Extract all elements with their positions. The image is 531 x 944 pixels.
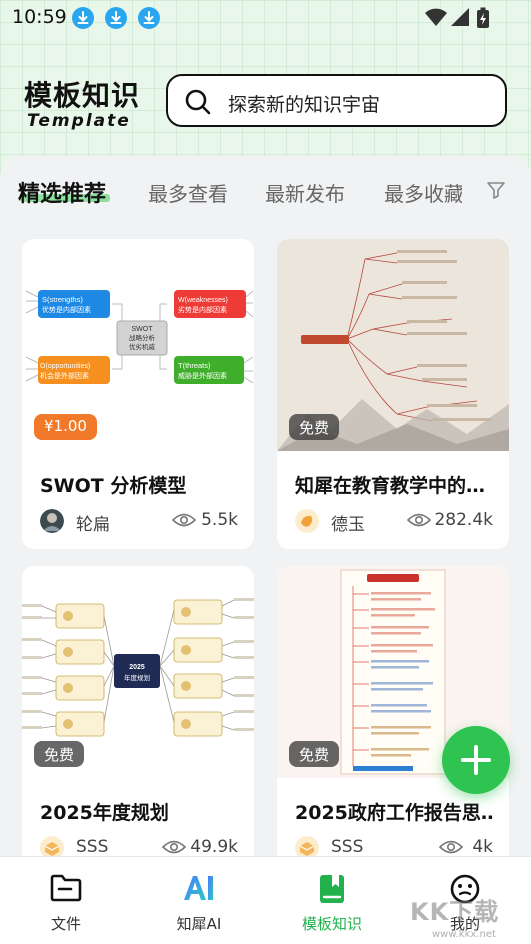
download-icon [105,7,127,29]
download-icon [72,7,94,29]
swot-w-desc: 劣势是内部因素 [178,305,227,314]
swot-s-desc: 优势是内部因素 [42,305,91,314]
tab-active-indicator [20,194,110,202]
signal-icon [451,8,469,26]
price-badge: ¥1.00 [34,414,97,440]
card-title: 知犀在教育教学中的… [295,475,486,497]
tab-most-favorited[interactable]: 最多收藏 [384,182,462,206]
nav-templates[interactable]: 模板知识 [266,857,398,944]
free-badge: 免费 [289,414,340,440]
swot-t-title: T(threats) [178,361,211,370]
template-card[interactable]: 免费 2025政府工作报告思… SSS 4k [277,566,509,876]
swot-w-title: W(weaknesses) [178,297,228,304]
watermark-logo: KK下载 [410,898,500,926]
ai-icon [184,876,213,900]
avatar [295,836,319,860]
search-input[interactable]: 探索新的知识宇宙 [166,74,507,127]
swot-center-1: SWOT [132,326,154,333]
tab-newest[interactable]: 最新发布 [265,182,345,206]
nav-label: 知犀AI [176,915,222,933]
add-button[interactable] [442,726,510,794]
face-icon [450,874,480,904]
swot-t-desc: 威胁是外部因素 [178,371,227,380]
nav-profile[interactable]: 我的 [399,857,531,944]
download-icon [138,7,160,29]
nav-label: 模板知识 [301,915,362,933]
eye-icon [439,840,463,854]
eye-icon [407,513,431,527]
avatar [40,836,64,860]
template-card[interactable]: 免费 知犀在教育教学中的… 德玉 282.4k [277,239,509,549]
battery-icon [477,7,489,28]
folder-icon [50,874,82,902]
page-subtitle: Template [27,111,131,131]
swot-center-3: 优劣机威 [129,342,156,351]
wifi-icon [425,8,447,26]
card-title: 2025年度规划 [40,802,169,824]
tab-most-viewed[interactable]: 最多查看 [148,182,228,206]
avatar [295,509,319,533]
plan-center-label: 年度规划 [124,673,150,682]
card-views: 282.4k [434,510,493,530]
free-badge: 免费 [34,741,85,767]
card-title: SWOT 分析模型 [40,475,187,497]
plan-center-year: 2025 [129,664,145,671]
swot-o-title: O(opportunities) [40,363,90,370]
card-author: 德玉 [331,515,365,535]
template-card[interactable]: S(strengths) 优势是内部因素 W(weaknesses) 劣势是内部… [22,239,254,549]
swot-s-title: S(strengths) [42,295,83,304]
nav-files[interactable]: 文件 [0,857,132,944]
card-author: SSS [76,837,109,857]
card-author: 轮扁 [76,515,110,535]
plus-icon [461,745,491,775]
avatar [40,509,64,533]
nav-ai[interactable]: 知犀AI [133,857,265,944]
tab-featured[interactable]: 精选推荐 [18,182,107,207]
search-placeholder: 探索新的知识宇宙 [228,94,381,116]
card-views: 5.5k [201,510,238,530]
status-time: 10:59 [12,6,67,28]
status-bar: 10:59 [0,0,531,36]
swot-center-2: 战略分析 [129,333,156,342]
free-badge: 免费 [289,741,340,767]
template-card[interactable]: 2025 年度规划 免费 2025年度规划 SSS 49.9k [22,566,254,876]
card-views: 49.9k [190,837,238,857]
watermark-url: www.kkx.net [432,929,496,940]
nav-label: 我的 [449,915,480,933]
filter-icon[interactable] [486,180,506,200]
page-title: 模板知识 [24,79,141,112]
eye-icon [162,840,186,854]
bookmark-book-icon [320,875,344,903]
nav-label: 文件 [50,915,81,933]
card-author: SSS [331,837,364,857]
card-views: 4k [472,837,493,857]
eye-icon [172,513,196,527]
search-icon [185,89,211,115]
card-title: 2025政府工作报告思… [295,802,495,824]
bottom-nav: 文件 知犀AI 模板知识 我的 [0,856,531,944]
swot-o-desc: 机会是外部因素 [40,371,89,380]
